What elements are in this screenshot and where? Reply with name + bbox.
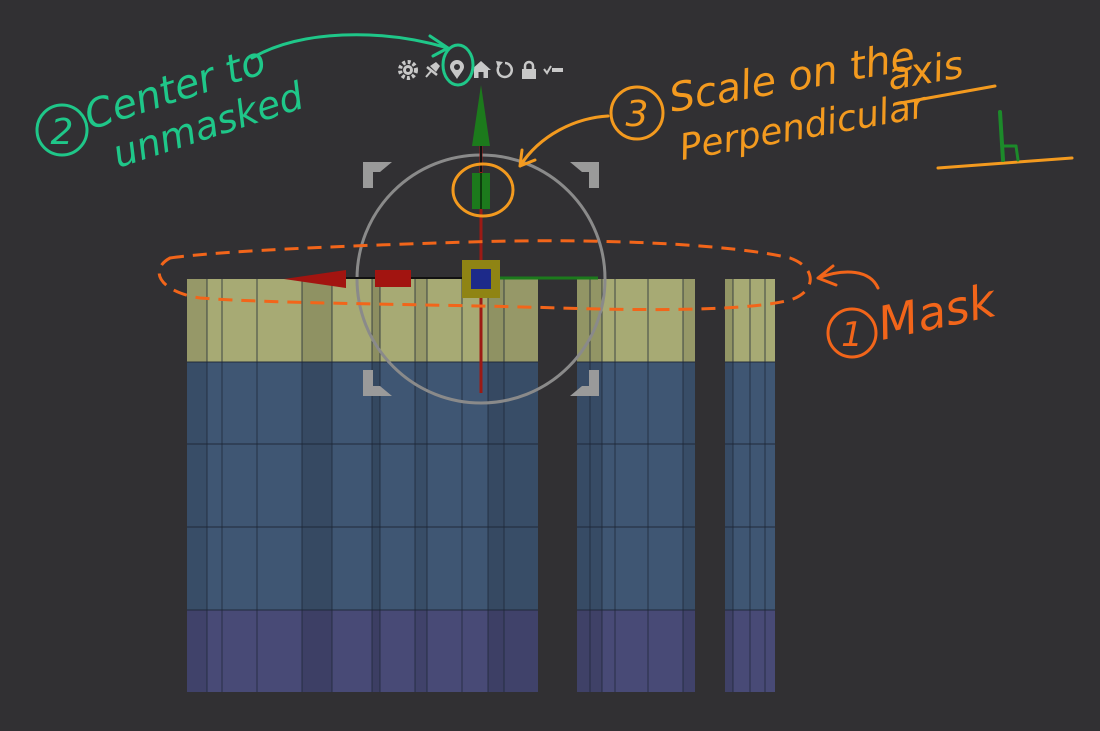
mask-number: 1 (841, 315, 863, 355)
gizmo-x-scale-handle[interactable] (375, 270, 411, 287)
toggle-icon[interactable] (543, 65, 563, 75)
pin-icon[interactable] (425, 62, 440, 78)
transpose-gizmo[interactable] (284, 85, 607, 405)
gizmo-center-inner[interactable] (471, 269, 491, 289)
mask-number-circle (826, 307, 878, 359)
center-number-circle (35, 103, 89, 157)
gizmo-toolbar (398, 60, 563, 80)
mesh-block-middle (577, 279, 695, 692)
home-icon[interactable] (471, 61, 491, 78)
mask-dashed-outline (157, 239, 812, 312)
center-number: 2 (51, 112, 74, 153)
scale-number-circle (609, 85, 665, 141)
axis-underline (893, 84, 997, 106)
home-highlight-circle (441, 43, 475, 87)
mask-label: Mask (873, 273, 1002, 351)
reset-icon[interactable] (496, 61, 513, 79)
gizmo-corner-brackets (363, 162, 599, 396)
scale-pointer-arrow (518, 114, 610, 168)
gear-icon[interactable] (398, 60, 418, 80)
scale-number: 3 (626, 94, 649, 135)
center-pointer-arrow (250, 33, 450, 60)
mask-pointer-arrow (816, 264, 880, 290)
annotation-center: 2 Center to unmasked (35, 33, 475, 177)
lock-icon[interactable] (522, 60, 536, 79)
location-icon[interactable] (450, 60, 464, 79)
mesh-block-left (187, 279, 538, 692)
axis-sketch (936, 110, 1074, 170)
gizmo-x-axis-arrow[interactable] (284, 270, 346, 288)
mesh-block-right (725, 279, 775, 692)
annotation-scale: 3 Scale on the Perpendicular axis (451, 33, 1074, 218)
scale-handle-highlight-circle (451, 162, 515, 218)
gizmo-y-axis-arrow[interactable] (472, 85, 490, 146)
